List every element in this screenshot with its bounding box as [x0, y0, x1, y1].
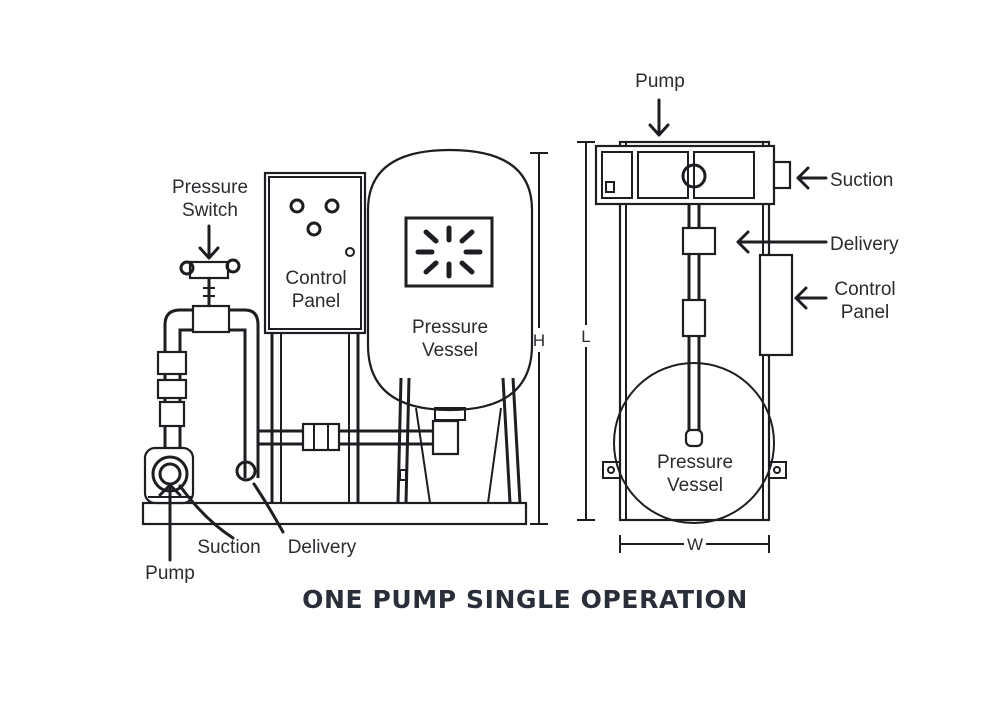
side-control-panel-arrow-icon — [794, 286, 828, 310]
length-dimension-label: L — [581, 327, 590, 346]
side-pump — [594, 144, 792, 206]
side-riser — [681, 204, 717, 448]
front-control-panel-label-2: Panel — [292, 291, 341, 312]
vertical-piping — [156, 304, 260, 482]
pump-arrow-icon — [158, 483, 182, 562]
length-dimension — [577, 141, 595, 521]
height-dimension — [530, 152, 548, 525]
side-pump-arrow-icon — [648, 98, 670, 137]
control-panel — [263, 171, 367, 503]
front-pressure-switch-label-1: Pressure — [172, 177, 248, 198]
side-delivery-arrow-icon — [736, 230, 828, 254]
vessel-label-plate-icon — [415, 225, 483, 279]
side-suction-label: Suction — [830, 170, 893, 191]
side-pressure-vessel — [613, 362, 775, 524]
front-control-panel-label-1: Control — [285, 268, 346, 289]
front-pressure-vessel-label-1: Pressure — [412, 317, 488, 338]
side-pressure-vessel-label-2: Vessel — [667, 475, 723, 496]
side-control-panel — [758, 253, 794, 357]
side-control-panel-label-2: Panel — [841, 302, 890, 323]
diagram-title: ONE PUMP SINGLE OPERATION — [302, 585, 748, 614]
side-pump-label: Pump — [635, 71, 685, 92]
delivery-pipe — [258, 419, 460, 456]
side-control-panel-label-1: Control — [834, 279, 895, 300]
suction-leader-line — [178, 484, 235, 540]
base-skid — [141, 501, 528, 526]
front-pressure-vessel-label-2: Vessel — [422, 340, 478, 361]
delivery-leader-line — [252, 482, 285, 534]
front-view — [141, 148, 548, 562]
side-delivery-label: Delivery — [830, 234, 899, 255]
pressure-vessel — [366, 148, 534, 504]
side-suction-arrow-icon — [796, 166, 828, 190]
front-delivery-label: Delivery — [288, 537, 357, 558]
pressure-switch-arrow-icon — [198, 224, 220, 260]
pressure-switch — [179, 258, 241, 306]
width-dimension — [619, 535, 770, 553]
width-dimension-label: W — [687, 535, 703, 554]
side-pressure-vessel-label-1: Pressure — [657, 452, 733, 473]
front-suction-label: Suction — [197, 537, 260, 558]
front-pressure-switch-label-2: Switch — [182, 200, 238, 221]
front-pump-label: Pump — [145, 563, 195, 584]
height-dimension-label: H — [533, 331, 545, 350]
side-view — [577, 98, 828, 553]
